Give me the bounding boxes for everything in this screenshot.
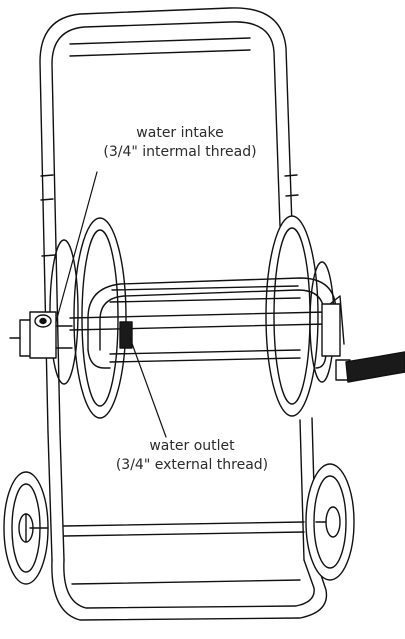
callout-leaders	[55, 171, 167, 438]
water-outlet-spec: (3/4" external thread)	[115, 457, 269, 473]
water-outlet-callout: water outlet (3/4" external thread)	[98, 437, 286, 475]
reel-flange-right	[265, 215, 335, 417]
water-intake-callout: water intake (3/4" intermal thread)	[90, 124, 270, 162]
left-wheel	[3, 471, 49, 585]
drum-outlet-stub	[119, 321, 133, 349]
water-intake-spec: (3/4" intermal thread)	[103, 144, 257, 160]
water-outlet-label: water outlet	[149, 438, 235, 454]
outlet-hose	[345, 351, 405, 383]
water-outlet-fitting	[321, 295, 351, 381]
water-intake-coupling	[9, 311, 73, 359]
water-intake-label: water intake	[136, 125, 224, 141]
right-wheel	[305, 463, 355, 581]
cart-base	[51, 521, 328, 621]
reel-drum	[69, 285, 327, 363]
